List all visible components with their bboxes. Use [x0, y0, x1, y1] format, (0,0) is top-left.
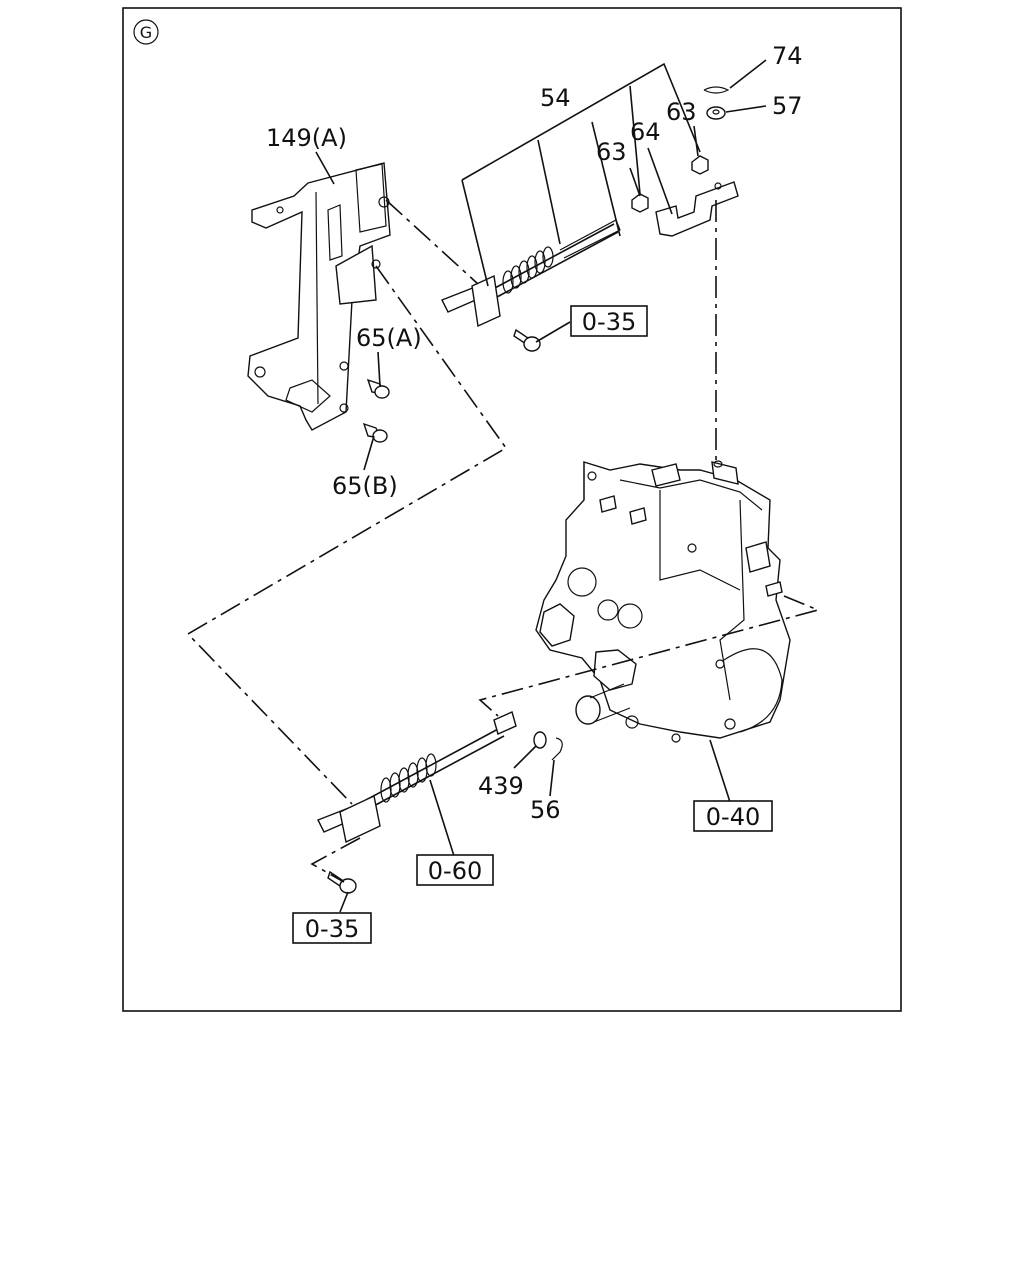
- bracket-64: [655, 181, 739, 237]
- nut-63-upper: [691, 155, 709, 175]
- callout-74: 74: [772, 42, 803, 70]
- svg-text:0-35: 0-35: [305, 915, 359, 943]
- lower-cable: [317, 711, 517, 844]
- ref-box-040: 0-40: [693, 800, 773, 832]
- callout-63-upper: 63: [666, 98, 697, 126]
- bolt-035-top: [513, 328, 541, 352]
- callout-64: 64: [630, 118, 661, 146]
- callout-56: 56: [530, 796, 561, 824]
- svg-text:0-40: 0-40: [706, 803, 760, 831]
- section-marker: G: [133, 19, 159, 45]
- callout-63-lower: 63: [596, 138, 627, 166]
- washer-57: [706, 106, 726, 120]
- bolt-65b: [362, 422, 388, 443]
- ref-box-060: 0-60: [416, 854, 494, 886]
- bracket-149a: [247, 162, 391, 431]
- washer-439: [533, 731, 547, 749]
- callout-149a: 149(A): [266, 124, 347, 152]
- diagram-frame: [122, 7, 902, 1012]
- callout-65b: 65(B): [332, 472, 398, 500]
- transmission: [535, 460, 791, 743]
- svg-text:G: G: [140, 23, 152, 42]
- bolt-65a: [366, 378, 390, 399]
- leader-lines: [315, 59, 767, 913]
- callout-439: 439: [478, 772, 524, 800]
- ref-box-035-bottom: 0-35: [292, 912, 372, 944]
- svg-text:0-60: 0-60: [428, 857, 482, 885]
- ref-box-035-top: 0-35: [570, 305, 648, 337]
- clip-74: [703, 86, 730, 94]
- callout-57: 57: [772, 92, 803, 120]
- chain-lines: [186, 199, 821, 883]
- nut-63-lower: [631, 193, 649, 213]
- callout-65a: 65(A): [356, 324, 422, 352]
- svg-text:0-35: 0-35: [582, 308, 636, 336]
- pin-56: [551, 737, 563, 761]
- callout-54: 54: [540, 84, 571, 112]
